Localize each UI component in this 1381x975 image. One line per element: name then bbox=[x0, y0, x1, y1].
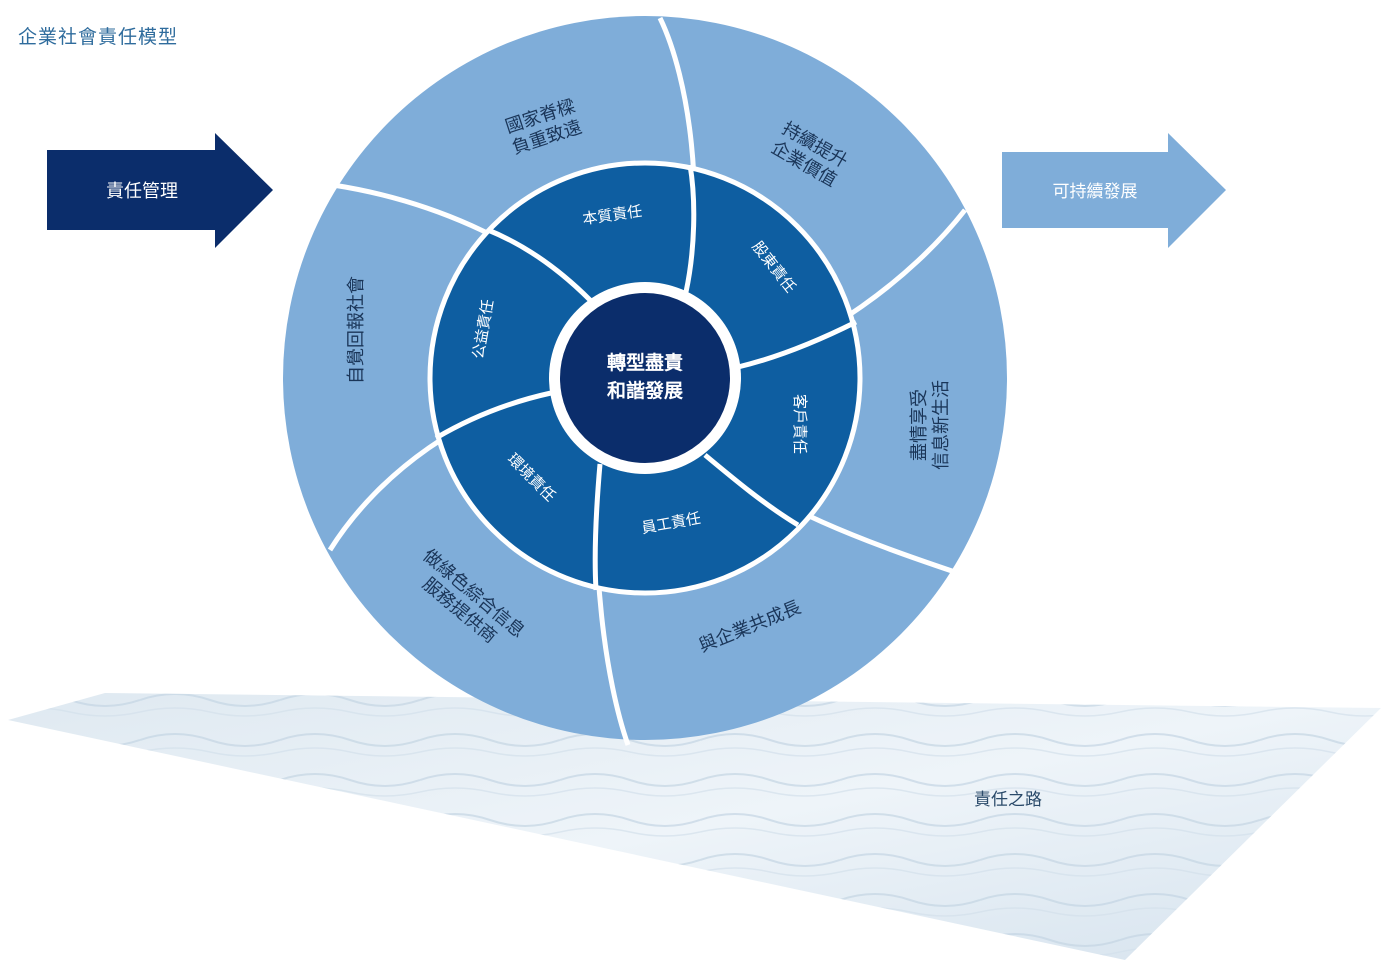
svg-text:信息新生活: 信息新生活 bbox=[931, 380, 952, 470]
inner-label-customer: 客戶責任 bbox=[791, 394, 809, 454]
center-line-2: 和諧發展 bbox=[607, 379, 683, 402]
inner-dividers bbox=[434, 164, 858, 591]
svg-text:盡情享受: 盡情享受 bbox=[909, 389, 930, 461]
sustainable-development-arrow: 可持續發展 bbox=[1002, 133, 1226, 248]
right-arrow-label: 可持續發展 bbox=[1053, 182, 1138, 202]
page-title: 企業社會責任模型 bbox=[18, 26, 179, 48]
road-label: 責任之路 bbox=[974, 790, 1042, 810]
svg-text:自覺回報社會: 自覺回報社會 bbox=[346, 276, 367, 384]
center-circle bbox=[560, 293, 730, 463]
responsibility-management-arrow: 責任管理 bbox=[47, 133, 273, 248]
center-line-1: 轉型盡責 bbox=[607, 351, 683, 374]
outer-segment-new-life: 盡情享受 信息新生活 bbox=[909, 380, 952, 470]
road: 責任之路 bbox=[8, 693, 1381, 960]
left-arrow-label: 責任管理 bbox=[106, 181, 178, 202]
outer-segment-repay-society: 自覺回報社會 bbox=[346, 276, 367, 384]
